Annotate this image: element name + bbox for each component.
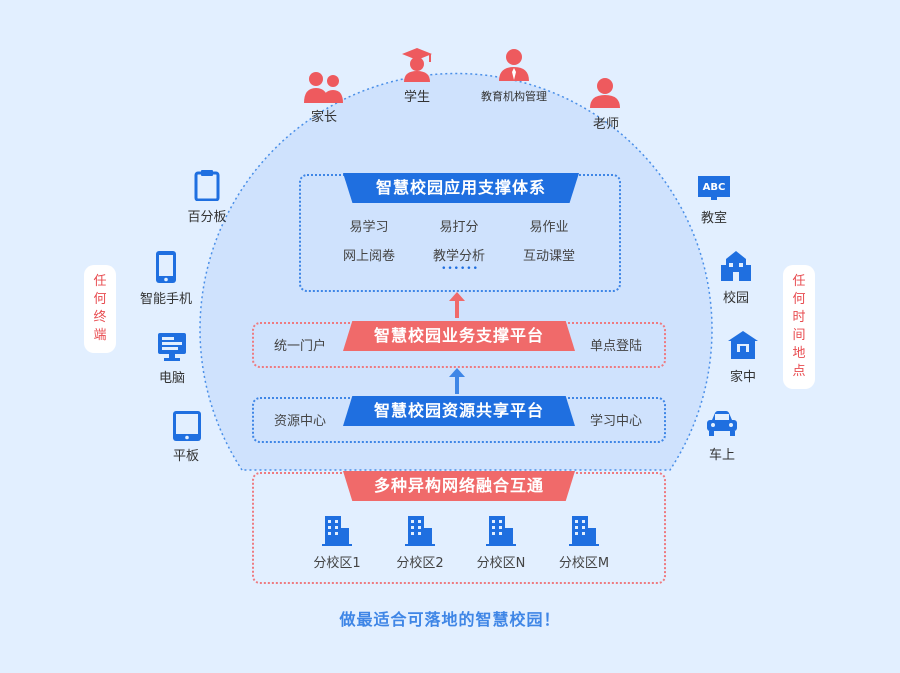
app-item: 易打分: [439, 220, 479, 235]
app-item: 易学习: [349, 220, 389, 235]
tablet-icon: [173, 411, 201, 441]
campus-label: 分校区2: [396, 556, 444, 571]
terminal-label-tablet: 平板: [172, 449, 199, 464]
terminal-label-computer: 电脑: [158, 371, 185, 386]
business-right-item: 单点登陆: [589, 339, 642, 354]
campus-building-icon: [486, 516, 516, 546]
parents-icon: [304, 72, 343, 103]
teacher-icon: [590, 78, 620, 108]
pill-char: 地: [792, 346, 806, 361]
pill-char: 间: [792, 328, 806, 343]
car-icon: [707, 411, 737, 436]
classroom-board-icon: ABC: [698, 176, 730, 200]
board-text: ABC: [703, 182, 726, 193]
pill-char: 终: [93, 310, 107, 325]
campus-label: 分校区M: [558, 556, 610, 571]
business-left-item: 统一门户: [273, 339, 326, 354]
pill-char: 任: [93, 274, 107, 289]
any-time-place-pill: 任 何 时 间 地 点: [783, 265, 815, 389]
home-icon: [728, 331, 758, 359]
app-item: 互动课堂: [522, 249, 575, 264]
app-item: 易作业: [529, 220, 569, 235]
app-more-dots: ••••••: [441, 264, 479, 274]
role-label-student: 学生: [403, 90, 430, 105]
resource-left-item: 资源中心: [273, 414, 326, 429]
resource-right-item: 学习中心: [589, 414, 642, 429]
location-label-campus: 校园: [722, 291, 749, 306]
terminal-label-phone: 智能手机: [139, 292, 192, 307]
location-label-classroom: 教室: [700, 211, 727, 226]
graduate-student-icon: [402, 48, 432, 82]
resource-layer-title: 智慧校园资源共享平台: [343, 396, 575, 426]
computer-icon: [158, 333, 186, 361]
campus-label: 分校区1: [313, 556, 361, 571]
role-label-admin: 教育机构管理: [481, 90, 547, 103]
role-label-parents: 家长: [310, 110, 337, 125]
campus-label: 分校区N: [476, 556, 526, 571]
campus-building-icon: [322, 516, 352, 546]
arrow-up-blue-icon: [449, 368, 465, 394]
network-layer-title: 多种异构网络融合互通: [343, 471, 575, 501]
location-label-home: 家中: [729, 370, 756, 385]
role-label-teacher: 老师: [592, 117, 619, 132]
pill-char: 端: [93, 328, 107, 343]
school-building-icon: [721, 251, 751, 281]
app-item: 网上阅卷: [342, 249, 395, 264]
business-layer-title: 智慧校园业务支撑平台: [343, 321, 575, 351]
any-terminal-pill: 任 何 终 端: [84, 265, 116, 353]
terminal-label-board: 百分板: [187, 210, 227, 225]
administrator-icon: [499, 49, 529, 81]
slogan: 做最适合可落地的智慧校园！: [339, 610, 561, 629]
clipboard-icon: [194, 170, 220, 201]
app-item: 教学分析: [432, 249, 485, 264]
smartphone-icon: [156, 251, 176, 283]
pill-char: 点: [792, 364, 806, 379]
pill-char: 何: [792, 292, 806, 307]
pill-char: 何: [93, 292, 107, 307]
arrow-up-red-icon: [449, 292, 465, 318]
app-layer-title: 智慧校园应用支撑体系: [343, 173, 579, 203]
campus-building-icon: [569, 516, 599, 546]
campus-building-icon: [405, 516, 435, 546]
pill-char: 时: [792, 310, 806, 325]
pill-char: 任: [792, 274, 806, 289]
location-label-car: 车上: [708, 448, 735, 463]
